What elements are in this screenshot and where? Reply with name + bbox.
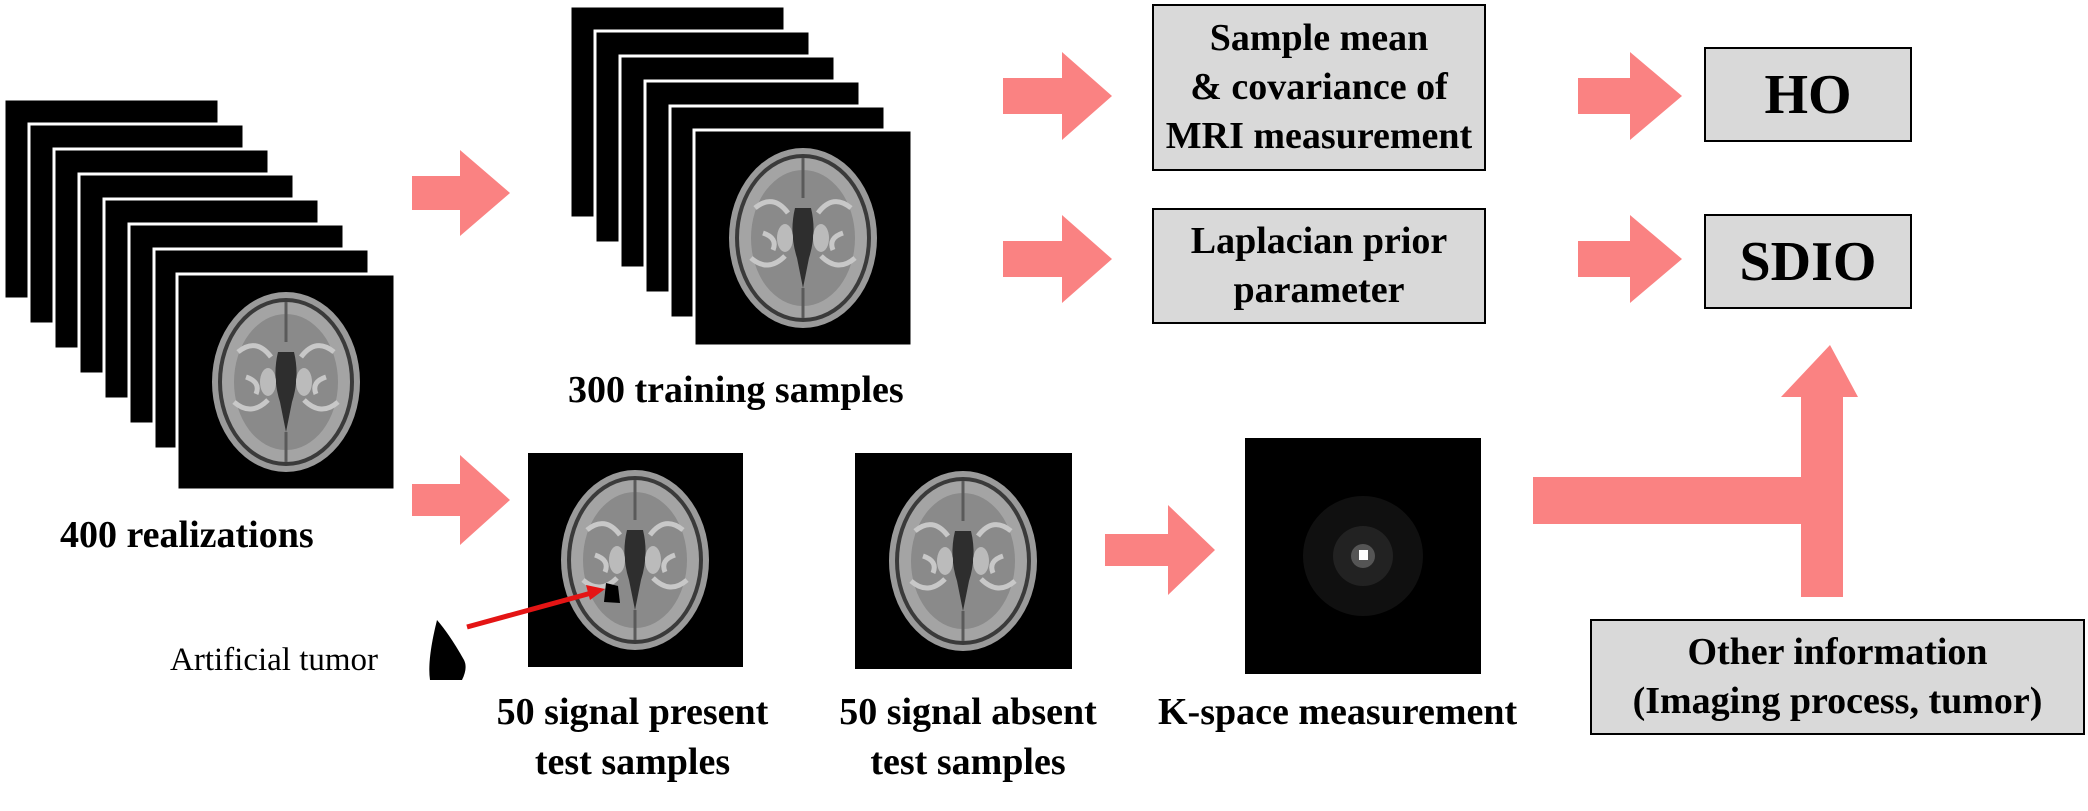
- kspace-image: [1245, 438, 1481, 674]
- realizations-stack: [2, 97, 397, 492]
- signal-present-line2: test samples: [534, 741, 731, 783]
- arrow-to-training: [412, 150, 510, 236]
- arrow-to-sdio-combined: [1533, 345, 1858, 597]
- signal-absent-line1: 50 signal absent: [839, 691, 1097, 733]
- sample-mean-line2: & covariance of: [1190, 66, 1448, 108]
- signal-absent-line2: test samples: [870, 741, 1066, 783]
- sample-mean-line1: Sample mean: [1209, 17, 1429, 59]
- sample-mean-line3: MRI measurement: [1165, 115, 1473, 157]
- arrow-to-test: [412, 455, 510, 545]
- arrow-to-sdio: [1578, 215, 1682, 303]
- sdio-label: SDIO: [1739, 230, 1877, 293]
- tumor-pointer-head: [586, 585, 605, 600]
- tumor-in-image: [604, 583, 620, 603]
- laplacian-line1: Laplacian prior: [1190, 220, 1448, 262]
- arrow-to-kspace: [1105, 505, 1215, 595]
- ho-box: HO: [1704, 47, 1912, 142]
- signal-absent-label: 50 signal absent test samples: [818, 687, 1118, 787]
- laplacian-line2: parameter: [1233, 269, 1405, 311]
- arrow-to-ho: [1578, 52, 1682, 140]
- other-line2: (Imaging process, tumor): [1632, 680, 2043, 722]
- sdio-box: SDIO: [1704, 214, 1912, 309]
- tumor-pointer-arrow: [466, 589, 596, 630]
- training-stack: [568, 4, 914, 348]
- artificial-tumor-label: Artificial tumor: [170, 642, 379, 678]
- arrow-to-sample-mean: [1003, 52, 1112, 140]
- signal-absent-image: [855, 453, 1072, 669]
- flow-arrows: [412, 52, 1858, 597]
- realizations-label: 400 realizations: [60, 514, 314, 556]
- arrow-to-laplacian: [1003, 215, 1112, 303]
- other-line1: Other information: [1687, 631, 1988, 673]
- signal-present-label: 50 signal present test samples: [475, 687, 790, 787]
- signal-present-image: [528, 453, 743, 667]
- laplacian-box: Laplacian prior parameter: [1152, 208, 1486, 324]
- sample-mean-box: Sample mean & covariance of MRI measurem…: [1152, 4, 1486, 171]
- other-information-box: Other information (Imaging process, tumo…: [1590, 619, 2085, 735]
- ho-label: HO: [1764, 63, 1852, 126]
- signal-present-line1: 50 signal present: [496, 691, 769, 733]
- artificial-tumor-glyph: [429, 620, 466, 680]
- training-label: 300 training samples: [568, 369, 904, 411]
- kspace-label: K-space measurement: [1158, 691, 1518, 733]
